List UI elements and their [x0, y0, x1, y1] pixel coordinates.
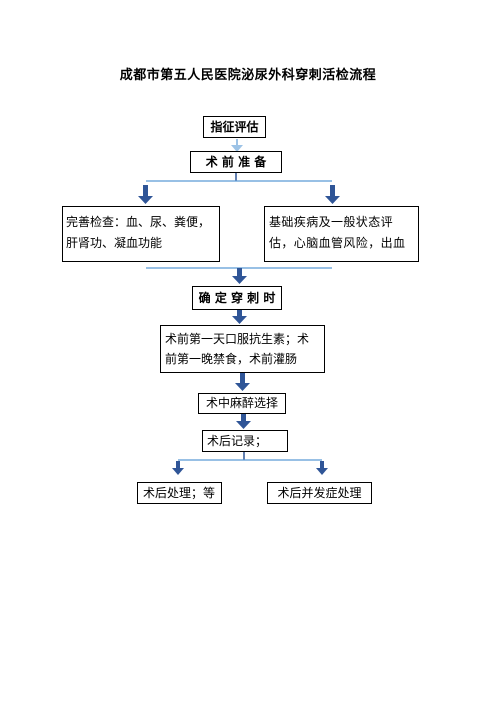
postop-handling-label: 术后处理；等: [143, 486, 216, 500]
anesthesia-label: 术中麻醉选择: [205, 396, 278, 410]
complication-handling-label: 术后并发症处理: [277, 486, 362, 500]
risk-evaluation-line-1: 基础疾病及一般状态评: [269, 215, 394, 229]
indication-label: 指征评估: [210, 120, 259, 134]
lab-tests-line-1: 完善检查：血、尿、粪便，: [66, 215, 211, 229]
page-title: 成都市第五人民医院泌尿外科穿刺活检流程: [119, 68, 377, 83]
arrow-daybefore-to-anesthesia: [235, 373, 250, 391]
branch-connector-preop: [138, 172, 340, 204]
anesthesia-box: 术中麻醉选择: [198, 393, 286, 414]
arrow-anesthesia-to-record: [236, 413, 251, 429]
arrow-indication-to-preop: [231, 139, 243, 152]
complication-handling-box: 术后并发症处理: [267, 482, 372, 504]
risk-evaluation-line-2: 估，心脑血管风险，出血: [269, 236, 406, 250]
preop-prep-box: 术 前 准 备: [190, 151, 282, 173]
risk-evaluation-box: 基础疾病及一般状态评 估，心脑血管风险，出血: [264, 206, 419, 262]
postop-record-box: 术后记录；: [202, 430, 288, 452]
arrow-decide-to-daybefore: [232, 310, 247, 324]
indication-box: 指征评估: [203, 116, 266, 138]
merge-connector: [146, 267, 332, 284]
lab-tests-line-2: 肝肾功、凝血功能: [66, 236, 163, 250]
branch-connector-postop: [172, 452, 328, 475]
day-before-line-2: 前第一晚禁食，术前灌肠: [165, 352, 298, 366]
decide-time-label: 确 定 穿 刺 时: [198, 291, 276, 305]
preop-prep-label: 术 前 准 备: [205, 155, 267, 169]
postop-handling-box: 术后处理；等: [137, 482, 222, 504]
postop-record-label: 术后记录；: [207, 434, 268, 448]
lab-tests-box: 完善检查：血、尿、粪便， 肝肾功、凝血功能: [62, 206, 220, 262]
decide-time-box: 确 定 穿 刺 时: [192, 286, 282, 310]
day-before-box: 术前第一天口服抗生素；术 前第一晚禁食，术前灌肠: [160, 325, 325, 373]
day-before-line-1: 术前第一天口服抗生素；术: [165, 332, 310, 346]
